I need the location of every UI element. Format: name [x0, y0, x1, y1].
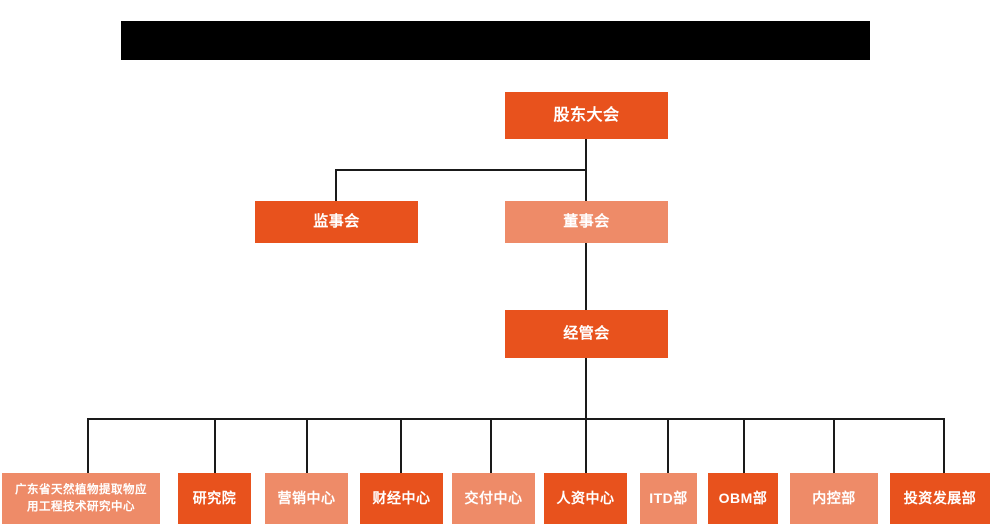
connector-drop-internal-control: [833, 418, 835, 473]
org-node-label: 股东大会: [553, 106, 620, 124]
connector-drop-hr: [585, 418, 587, 473]
org-node-label: 交付中心: [464, 489, 523, 506]
org-node-finance[interactable]: 财经中心: [360, 473, 443, 524]
org-node-marketing[interactable]: 营销中心: [265, 473, 348, 524]
org-node-research-center[interactable]: 广东省天然植物提取物应 用工程技术研究中心: [2, 473, 160, 524]
connector-drop-research-center: [87, 418, 89, 473]
org-node-label: 监事会: [313, 212, 360, 230]
org-node-label: 经管会: [563, 324, 610, 342]
org-node-management[interactable]: 经管会: [505, 310, 668, 358]
org-node-label: 内控部: [812, 489, 856, 506]
org-node-obm[interactable]: OBM部: [708, 473, 778, 524]
org-node-directors[interactable]: 董事会: [505, 201, 668, 243]
org-node-label: ITD部: [649, 489, 688, 506]
org-node-label: 广东省天然植物提取物应 用工程技术研究中心: [2, 482, 160, 515]
org-node-delivery[interactable]: 交付中心: [452, 473, 535, 524]
org-node-itd[interactable]: ITD部: [640, 473, 697, 524]
connector-drop-institute: [214, 418, 216, 473]
connector-directors-to-management: [585, 243, 587, 310]
org-node-label: 董事会: [563, 212, 610, 230]
connector-supervisors-drop: [335, 169, 337, 201]
org-node-hr[interactable]: 人资中心: [544, 473, 627, 524]
connector-departments-bar: [88, 418, 945, 420]
org-node-label-line2: 用工程技术研究中心: [27, 500, 135, 513]
org-node-investment[interactable]: 投资发展部: [890, 473, 990, 524]
connector-drop-delivery: [490, 418, 492, 473]
connector-drop-marketing: [306, 418, 308, 473]
connector-level2-bar: [336, 169, 587, 171]
org-node-shareholders[interactable]: 股东大会: [505, 92, 668, 139]
org-node-internal-control[interactable]: 内控部: [790, 473, 878, 524]
connector-directors-drop: [585, 169, 587, 201]
org-node-label: OBM部: [718, 489, 768, 506]
org-node-label: 营销中心: [277, 489, 336, 506]
org-node-label: 财经中心: [372, 489, 431, 506]
connector-drop-obm: [743, 418, 745, 473]
org-node-label: 人资中心: [556, 489, 615, 506]
connector-drop-investment: [943, 418, 945, 473]
redacted-title-bar: [121, 21, 870, 60]
connector-drop-itd: [667, 418, 669, 473]
connector-drop-finance: [400, 418, 402, 473]
connector-shareholders-stem: [585, 139, 587, 170]
org-node-institute[interactable]: 研究院: [178, 473, 251, 524]
org-node-label: 投资发展部: [903, 489, 977, 506]
org-node-label-line1: 广东省天然植物提取物应: [15, 483, 147, 496]
org-node-label: 研究院: [192, 489, 237, 506]
org-node-supervisors[interactable]: 监事会: [255, 201, 418, 243]
connector-management-stem: [585, 358, 587, 419]
